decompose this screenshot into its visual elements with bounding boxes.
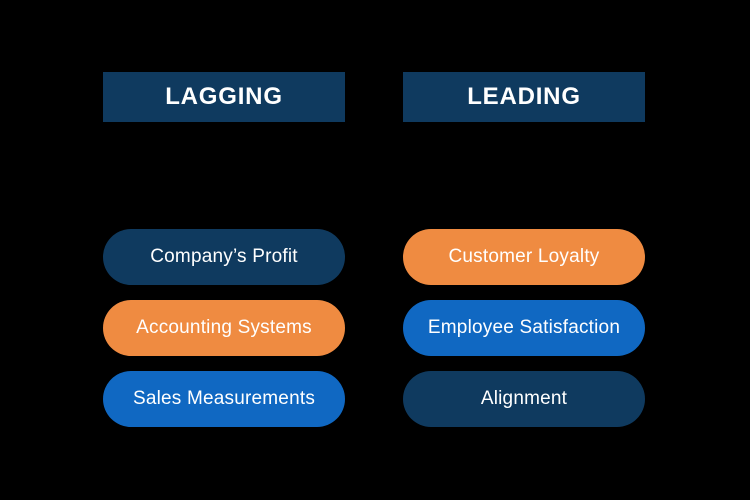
lagging-column: LAGGING Company’s Profit Accounting Syst… <box>103 72 345 427</box>
pill-accounting-systems: Accounting Systems <box>103 300 345 356</box>
lagging-header: LAGGING <box>103 72 345 122</box>
pill-customer-loyalty: Customer Loyalty <box>403 229 645 285</box>
pill-companys-profit: Company’s Profit <box>103 229 345 285</box>
lagging-pill-list: Company’s Profit Accounting Systems Sale… <box>103 229 345 427</box>
pill-employee-satisfaction: Employee Satisfaction <box>403 300 645 356</box>
leading-header: LEADING <box>403 72 645 122</box>
leading-pill-list: Customer Loyalty Employee Satisfaction A… <box>403 229 645 427</box>
leading-column: LEADING Customer Loyalty Employee Satisf… <box>403 72 645 427</box>
pill-sales-measurements: Sales Measurements <box>103 371 345 427</box>
pill-alignment: Alignment <box>403 371 645 427</box>
